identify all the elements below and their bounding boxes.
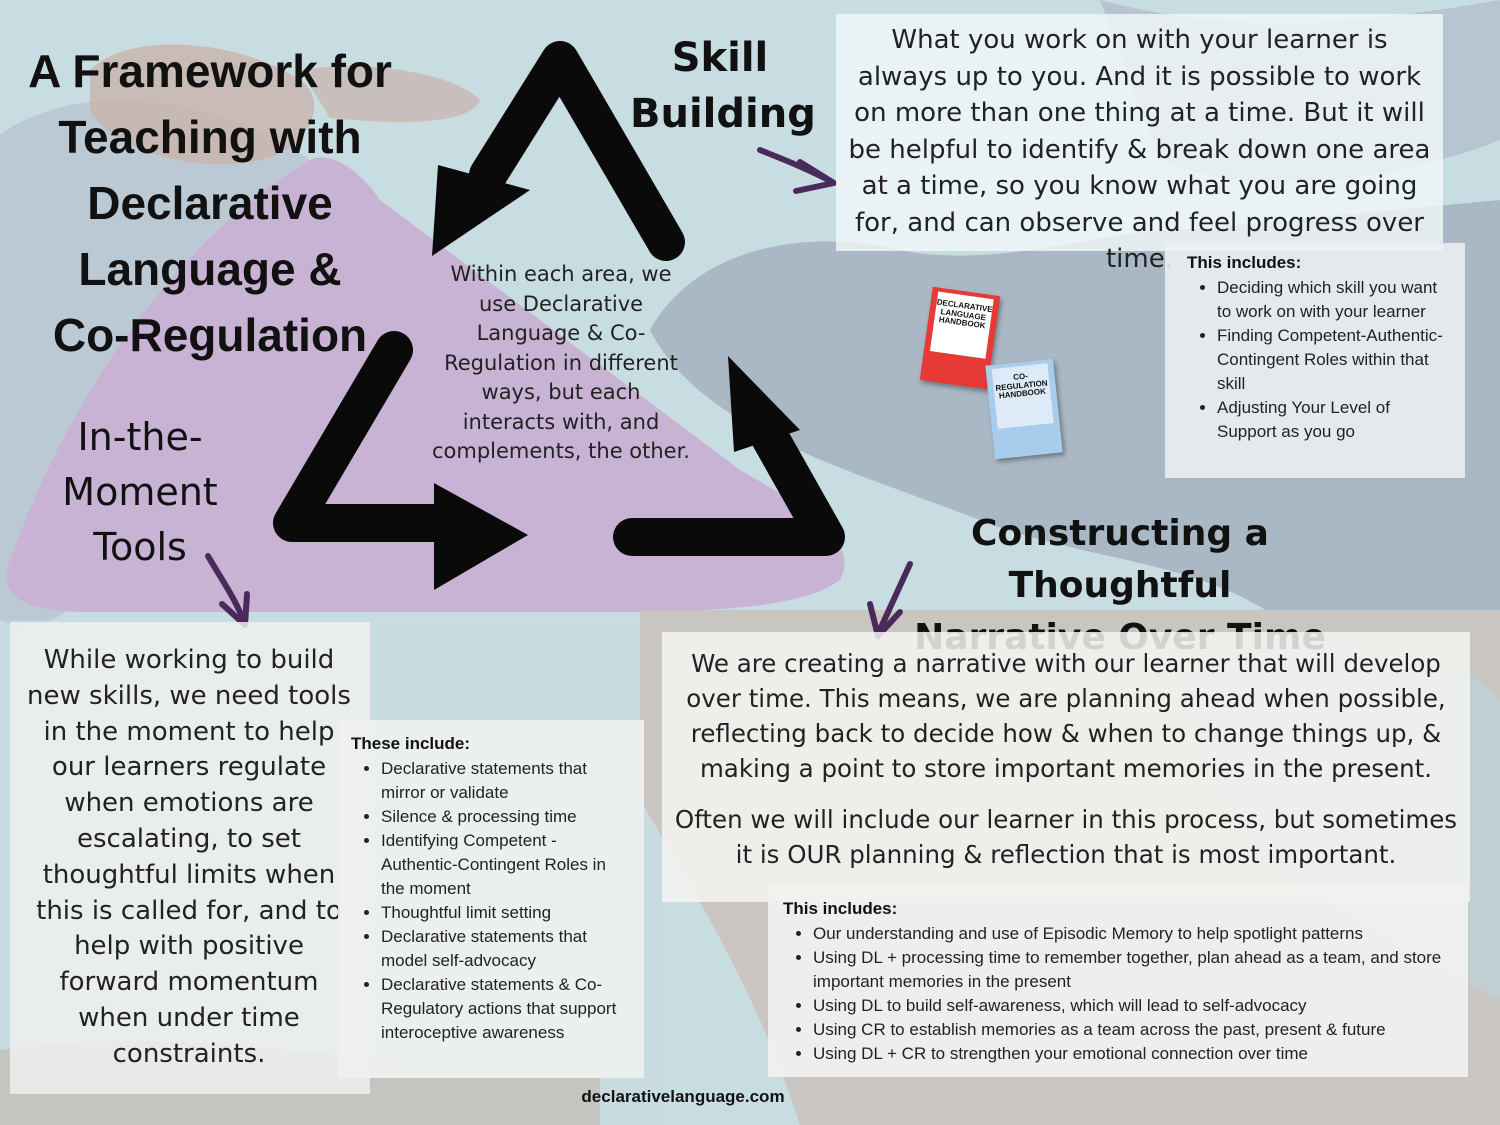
skill-building-description: What you work on with your learner is al… bbox=[848, 25, 1431, 274]
includes-list: Deciding which skill you want to work on… bbox=[1187, 276, 1451, 444]
narrative-paragraph: Often we will include our learner in thi… bbox=[674, 805, 1458, 869]
narrative-includes: This includes: Our understanding and use… bbox=[768, 885, 1468, 1077]
narrative-panel bbox=[662, 632, 1470, 902]
heading-line: Tools bbox=[93, 525, 187, 569]
book-cover-icon: CO-REGULATION HANDBOOK bbox=[985, 358, 1063, 460]
heading-line: In-the- bbox=[77, 415, 203, 459]
skill-building-heading: Skill Building bbox=[630, 30, 816, 142]
list-item: Silence & processing time bbox=[381, 805, 634, 829]
heading-line: Skill bbox=[671, 35, 769, 81]
list-item: Using CR to establish memories as a team… bbox=[813, 1018, 1454, 1042]
heading-line: Moment bbox=[62, 470, 218, 514]
in-the-moment-heading: In-the- Moment Tools bbox=[40, 410, 240, 575]
title-line: Co-Regulation bbox=[52, 309, 368, 361]
title-line: Teaching with bbox=[58, 111, 362, 163]
includes-label: These include: bbox=[351, 734, 471, 753]
list-item: Deciding which skill you want to work on… bbox=[1217, 276, 1451, 324]
heading-line: Constructing a Thoughtful bbox=[971, 513, 1269, 606]
cycle-arrow-icon bbox=[432, 41, 685, 261]
skill-building-panel bbox=[836, 14, 1443, 251]
title-line: Declarative bbox=[87, 177, 333, 229]
includes-label: This includes: bbox=[783, 899, 898, 918]
includes-list: Our understanding and use of Episodic Me… bbox=[783, 922, 1454, 1066]
center-text: Within each area, we use Declarative Lan… bbox=[432, 262, 690, 463]
page-title: A Framework for Teaching with Declarativ… bbox=[10, 38, 410, 368]
list-item: Using DL + CR to strengthen your emotion… bbox=[813, 1042, 1454, 1066]
in-the-moment-description: While working to build new skills, we ne… bbox=[27, 645, 351, 1069]
in-the-moment-panel bbox=[10, 622, 370, 1094]
narrative-paragraph: We are creating a narrative with our lea… bbox=[686, 649, 1446, 783]
list-item: Using DL to build self-awareness, which … bbox=[813, 994, 1454, 1018]
title-line: A Framework for bbox=[28, 45, 392, 97]
heading-line: Building bbox=[630, 91, 816, 137]
list-item: Declarative statements that mirror or va… bbox=[381, 757, 634, 805]
list-item: Adjusting Your Level of Support as you g… bbox=[1217, 396, 1451, 444]
book-title: DECLARATIVE LANGUAGE HANDBOOK bbox=[936, 297, 994, 331]
skill-building-includes: This includes: Deciding which skill you … bbox=[1165, 243, 1465, 478]
list-item: Using DL + processing time to remember t… bbox=[813, 946, 1454, 994]
includes-label: This includes: bbox=[1187, 253, 1302, 272]
in-the-moment-includes: These include: Declarative statements th… bbox=[338, 720, 644, 1078]
cycle-arrow-icon bbox=[613, 356, 845, 556]
book-title: CO-REGULATION HANDBOOK bbox=[995, 371, 1048, 401]
list-item: Declarative statements that model self-a… bbox=[381, 925, 634, 973]
includes-list: Declarative statements that mirror or va… bbox=[351, 757, 634, 1045]
footer-website: declarativelanguage.com bbox=[581, 1087, 785, 1106]
list-item: Declarative statements & Co-Regulatory a… bbox=[381, 973, 634, 1045]
list-item: Finding Competent-Authentic-Contingent R… bbox=[1217, 324, 1451, 396]
title-line: Language & bbox=[78, 243, 342, 295]
narrative-description: We are creating a narrative with our lea… bbox=[672, 646, 1460, 888]
pointer-arrow-icon bbox=[757, 147, 837, 194]
cycle-arrow-icon bbox=[273, 331, 528, 590]
list-item: Thoughtful limit setting bbox=[381, 901, 634, 925]
list-item: Identifying Competent - Authentic-Contin… bbox=[381, 829, 634, 901]
list-item: Our understanding and use of Episodic Me… bbox=[813, 922, 1454, 946]
